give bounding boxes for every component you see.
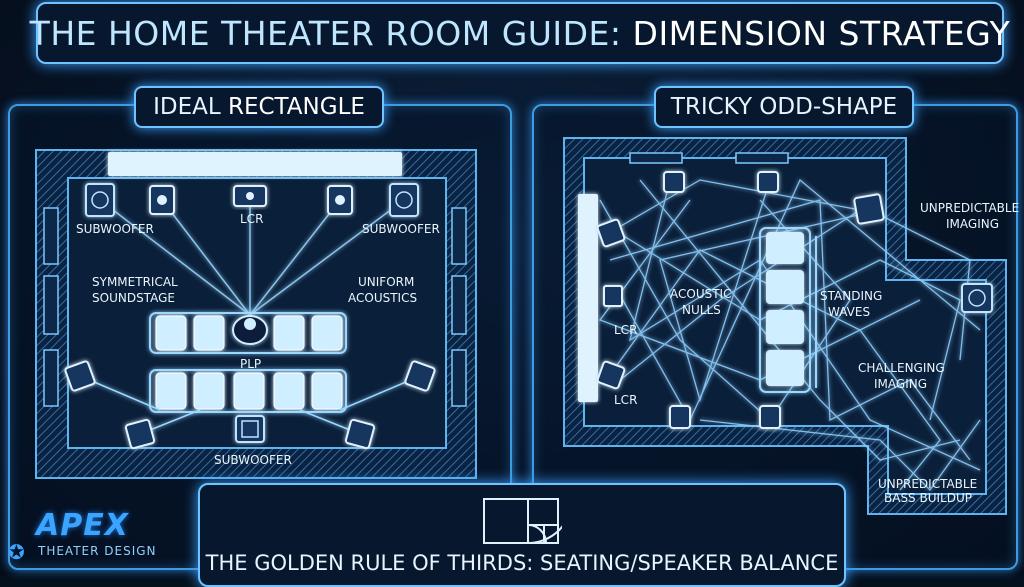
logo-name: APEX bbox=[36, 508, 129, 543]
label-imaging: IMAGING bbox=[946, 217, 999, 231]
odd-wall-panels bbox=[629, 152, 789, 164]
chaotic-rays bbox=[598, 178, 981, 492]
ideal-rectangle-label: IDEAL RECTANGLE bbox=[134, 86, 384, 128]
logo-tagline: THEATER DESIGN bbox=[38, 544, 157, 558]
surround-speakers bbox=[64, 360, 436, 450]
golden-rule-text: THE GOLDEN RULE OF THIRDS: SEATING/SPEAK… bbox=[205, 551, 839, 575]
label-bass-buildup: BASS BUILDUP bbox=[884, 491, 972, 505]
odd-shape-label: TRICKY ODD-SHAPE bbox=[654, 86, 914, 128]
subwoofer-front-left bbox=[85, 183, 115, 217]
label-subwoofer-left: SUBWOOFER bbox=[76, 222, 154, 236]
label-unpredictable-imaging: UNPREDICTABLE bbox=[920, 201, 1019, 215]
label-nulls: NULLS bbox=[682, 303, 721, 317]
odd-shape-diagram: LCR LCR ACOUSTIC NULLS STANDING WAVES UN… bbox=[563, 137, 1019, 515]
label-acoustics: ACOUSTICS bbox=[348, 291, 417, 305]
label-lcr: LCR bbox=[240, 212, 263, 226]
label-plp: PLP bbox=[240, 357, 261, 371]
speaker-front-left bbox=[149, 185, 175, 215]
seating-row-rear bbox=[149, 369, 347, 413]
label-unpredictable-bass: UNPREDICTABLE bbox=[878, 477, 977, 491]
title-bold: DIMENSION STRATEGY bbox=[632, 13, 1011, 53]
lcr-speaker bbox=[233, 185, 267, 207]
odd-subwoofer bbox=[961, 283, 993, 313]
label-standing: STANDING bbox=[820, 289, 882, 303]
label-lcr-top: LCR bbox=[614, 323, 637, 337]
label-challenging-imaging: IMAGING bbox=[874, 377, 927, 391]
speaker-front-right bbox=[327, 185, 353, 215]
label-challenging: CHALLENGING bbox=[858, 361, 945, 375]
golden-rule-panel: THE GOLDEN RULE OF THIRDS: SEATING/SPEAK… bbox=[198, 483, 846, 587]
golden-ratio-icon bbox=[483, 498, 562, 544]
title-light: THE HOME THEATER ROOM GUIDE: bbox=[29, 13, 622, 53]
page-title: THE HOME THEATER ROOM GUIDE: DIMENSION S… bbox=[30, 14, 1011, 53]
gear-icon: ✪ bbox=[8, 540, 25, 564]
label-uniform: UNIFORM bbox=[358, 275, 414, 289]
projection-screen bbox=[108, 152, 402, 176]
apex-logo: APEX ✪ THEATER DESIGN bbox=[6, 508, 176, 568]
label-symmetrical: SYMMETRICAL bbox=[92, 275, 178, 289]
label-soundstage: SOUNDSTAGE bbox=[92, 291, 175, 305]
sound-rays bbox=[99, 196, 405, 316]
acoustic-wall-panels bbox=[43, 207, 467, 407]
odd-speakers bbox=[596, 171, 885, 429]
label-subwoofer-bottom: SUBWOOFER bbox=[214, 453, 292, 467]
label-waves: WAVES bbox=[828, 305, 870, 319]
ideal-rectangle-diagram: SUBWOOFER LCR SUBWOOFER SYMMETRICAL SOUN… bbox=[35, 149, 477, 479]
listener-head bbox=[232, 315, 268, 345]
seating-row-front bbox=[149, 312, 347, 354]
title-bar: THE HOME THEATER ROOM GUIDE: DIMENSION S… bbox=[30, 2, 1010, 64]
odd-seating-column bbox=[759, 227, 817, 393]
label-lcr-bottom: LCR bbox=[614, 393, 637, 407]
label-subwoofer-right: SUBWOOFER bbox=[362, 222, 440, 236]
subwoofer-rear bbox=[235, 415, 265, 443]
subwoofer-front-right bbox=[389, 183, 419, 217]
odd-projection-screen bbox=[578, 194, 598, 402]
label-acoustic: ACOUSTIC bbox=[670, 287, 731, 301]
